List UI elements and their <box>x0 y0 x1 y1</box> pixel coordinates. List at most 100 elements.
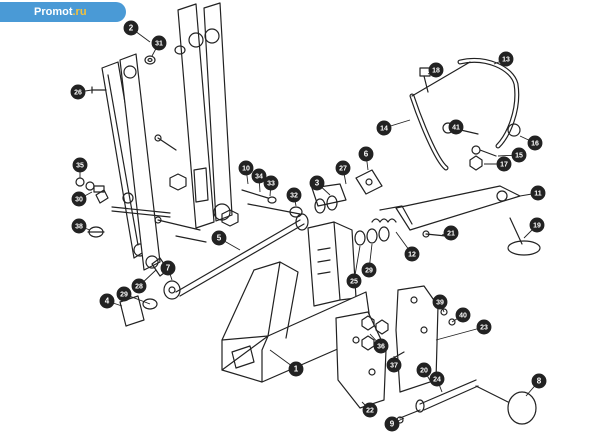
callout-label-39: 39 <box>436 300 444 307</box>
callout-label-33: 33 <box>267 181 275 188</box>
watermark-logo: Promot.ru <box>0 2 126 22</box>
callout-bubble-41 <box>448 119 464 135</box>
callout-label-41: 41 <box>452 125 460 132</box>
callout-label-29: 29 <box>120 292 128 299</box>
callout-31: 31 <box>151 35 167 57</box>
handle-19 <box>507 217 541 256</box>
callout-label-19: 19 <box>533 223 541 230</box>
callout-bubble-24 <box>429 371 445 387</box>
callout-bubble-31 <box>151 35 167 51</box>
callout-bubble-9 <box>384 416 400 432</box>
callout-24: 24 <box>429 371 445 393</box>
callout-label-12: 12 <box>408 252 416 259</box>
callout-bubble-12 <box>404 246 420 262</box>
callout-bubble-2 <box>123 20 139 36</box>
callout-bubble-16 <box>527 135 543 151</box>
callout-label-24: 24 <box>433 377 441 384</box>
callout-label-18: 18 <box>432 68 440 75</box>
callout-bubble-38 <box>71 218 87 234</box>
callout-label-32: 32 <box>290 193 298 200</box>
callout-27: 27 <box>335 160 351 185</box>
callout-14: 14 <box>376 119 411 136</box>
callout-23: 23 <box>435 319 492 341</box>
callout-bubble-20 <box>416 362 432 378</box>
callout-bubble-29 <box>116 286 132 302</box>
callout-41: 41 <box>448 119 464 135</box>
callout-label-6: 6 <box>364 150 369 159</box>
column-part <box>307 221 357 307</box>
callout-2: 2 <box>123 20 151 43</box>
watermark-tld: .ru <box>72 6 87 18</box>
rear-arm-right-part <box>203 2 233 222</box>
callout-bubble-34 <box>251 168 267 184</box>
callout-bubble-40 <box>455 307 471 323</box>
callout-bubble-21 <box>443 225 459 241</box>
pin-mid <box>175 235 207 243</box>
callout-label-34: 34 <box>255 174 263 181</box>
nut-17 <box>469 155 483 171</box>
callout-8: 8 <box>525 373 547 397</box>
callout-34: 34 <box>251 168 267 193</box>
callout-label-17: 17 <box>500 162 508 169</box>
callout-label-21: 21 <box>447 231 455 238</box>
callout-bubble-35 <box>72 157 88 173</box>
callout-label-13: 13 <box>502 57 510 64</box>
plate-22-part <box>335 311 387 409</box>
callout-38: 38 <box>71 218 91 234</box>
nut-front <box>169 173 187 191</box>
callout-label-26: 26 <box>74 90 82 97</box>
callout-26: 26 <box>70 84 93 100</box>
sleeve-4 <box>119 295 145 327</box>
diagram-artwork <box>75 2 541 425</box>
callout-label-25: 25 <box>350 279 358 286</box>
callout-bubble-7 <box>160 260 176 276</box>
callout-37: 37 <box>386 356 402 373</box>
callout-label-23: 23 <box>480 325 488 332</box>
callout-28: 28 <box>131 269 157 294</box>
callout-bubble-15 <box>511 147 527 163</box>
callout-35: 35 <box>72 157 88 178</box>
arc-bracket-part <box>409 58 520 171</box>
callout-label-35: 35 <box>76 163 84 170</box>
callout-19: 19 <box>523 217 545 239</box>
callout-bubble-22 <box>362 402 378 418</box>
screw-26 <box>91 86 107 94</box>
callout-39: 39 <box>432 294 448 313</box>
knob-38 <box>87 226 105 238</box>
callout-22: 22 <box>361 401 378 418</box>
callout-label-38: 38 <box>75 224 83 231</box>
callout-5: 5 <box>211 230 241 251</box>
spacer-29-left <box>142 298 158 310</box>
callout-4: 4 <box>99 293 123 309</box>
callout-25: 25 <box>346 245 362 289</box>
callout-label-22: 22 <box>366 408 374 415</box>
callout-bubble-17 <box>496 156 512 172</box>
callout-label-11: 11 <box>534 191 542 198</box>
callout-label-16: 16 <box>531 141 539 148</box>
washers-25-29-9 <box>354 226 390 246</box>
callout-label-20: 20 <box>420 368 428 375</box>
callout-label-7: 7 <box>166 264 171 273</box>
rear-arm-left-part <box>177 3 215 229</box>
callout-bubble-5 <box>211 230 227 246</box>
spring-12 <box>371 218 397 223</box>
callout-label-9: 9 <box>390 420 395 429</box>
callout-bubble-1 <box>288 361 304 377</box>
callout-40: 40 <box>451 307 471 323</box>
callout-bubble-33 <box>263 175 279 191</box>
callout-9: 9 <box>384 416 405 432</box>
callout-label-28: 28 <box>135 284 143 291</box>
watermark-name: Promot <box>34 6 73 18</box>
washer-16 <box>507 123 521 137</box>
callout-label-29: 29 <box>365 268 373 275</box>
callout-bubble-36 <box>373 338 389 354</box>
callout-16: 16 <box>519 135 543 151</box>
callout-leader-23 <box>435 326 485 341</box>
handle-8 <box>475 385 537 425</box>
callout-label-30: 30 <box>75 197 83 204</box>
callout-bubble-37 <box>386 357 402 373</box>
callout-1: 1 <box>269 349 304 377</box>
callout-6: 6 <box>358 146 374 171</box>
washer-upper <box>174 45 186 55</box>
